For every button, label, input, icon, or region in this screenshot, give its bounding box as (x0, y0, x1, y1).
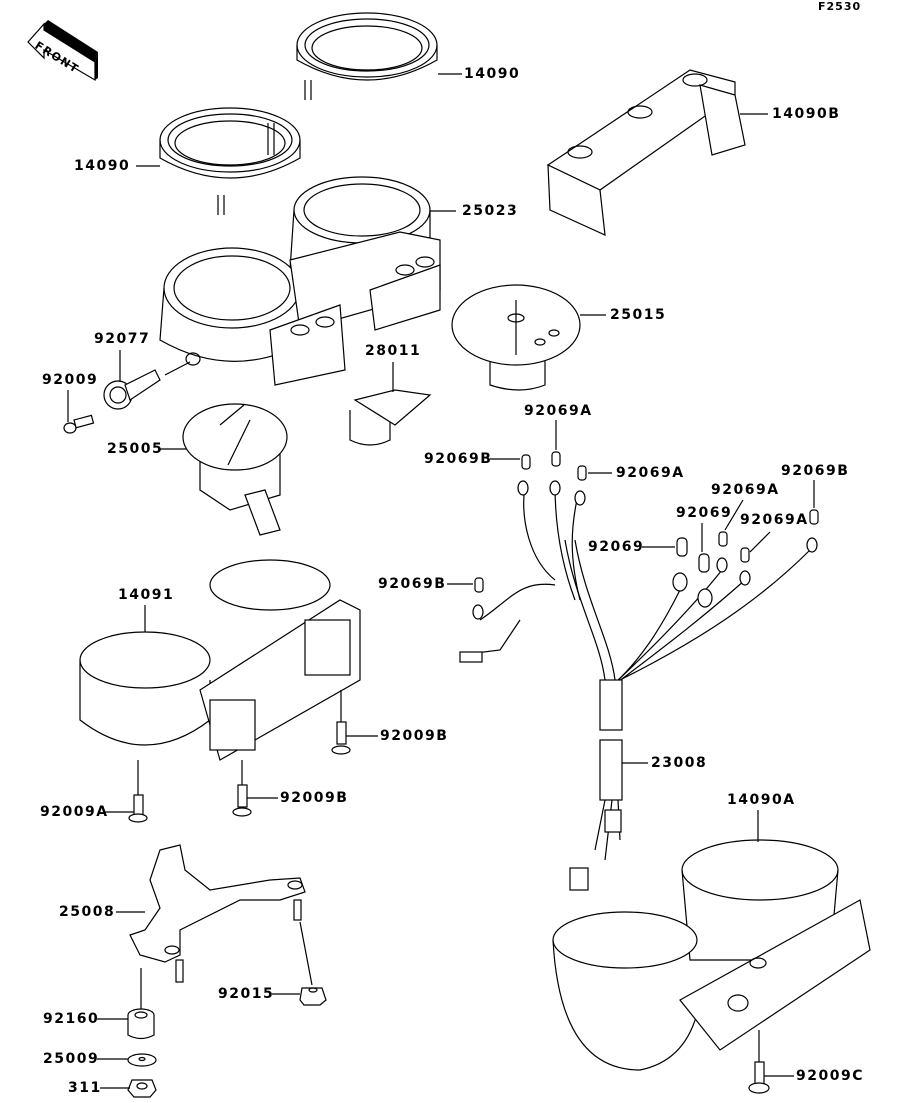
tachometer-dial (451, 284, 606, 391)
part-label-25008[interactable]: 25008 (59, 904, 116, 920)
part-label-92009b-right[interactable]: 92009B (380, 728, 449, 744)
part-label-92069b-right[interactable]: 92069B (781, 463, 850, 479)
part-label-25023[interactable]: 25023 (462, 203, 519, 219)
part-label-23008[interactable]: 23008 (651, 755, 708, 771)
part-label-92077[interactable]: 92077 (94, 331, 151, 347)
part-label-14090-left[interactable]: 14090 (74, 158, 131, 174)
screw-92009-part (63, 390, 95, 434)
diagram-code: F2530 (818, 0, 862, 13)
meter-bracket (116, 844, 306, 983)
damper-92160-part (97, 968, 155, 1040)
nut-92015-part (272, 921, 327, 1006)
part-label-311[interactable]: 311 (68, 1080, 102, 1096)
part-label-92009a[interactable]: 92009A (40, 804, 109, 820)
nut-311-part (100, 1079, 157, 1098)
bulbs (447, 420, 819, 593)
meter-ring-left (136, 107, 301, 215)
part-label-28011[interactable]: 28011 (365, 343, 422, 359)
speedometer-dial (160, 403, 288, 536)
part-label-92069a-mid[interactable]: 92069A (616, 465, 685, 481)
meter-assembly (159, 176, 456, 386)
part-label-92009[interactable]: 92009 (42, 372, 99, 388)
wire-harness (459, 480, 818, 891)
part-label-92069a-r2[interactable]: 92069A (740, 512, 809, 528)
part-label-92015[interactable]: 92015 (218, 986, 275, 1002)
part-label-14091[interactable]: 14091 (118, 587, 175, 603)
part-label-14090a[interactable]: 14090A (727, 792, 796, 808)
knob-part (103, 350, 191, 410)
part-label-92160[interactable]: 92160 (43, 1011, 100, 1027)
meter-ring-top (296, 12, 462, 100)
part-label-92069-2[interactable]: 92069 (588, 539, 645, 555)
screw-92009a-part (105, 760, 148, 823)
part-label-92069b-top[interactable]: 92069B (424, 451, 493, 467)
part-label-25015[interactable]: 25015 (610, 307, 667, 323)
part-label-92069-1[interactable]: 92069 (676, 505, 733, 521)
front-arrow-icon (27, 20, 98, 82)
lens-part (349, 362, 432, 446)
meter-case (79, 559, 361, 761)
part-label-92009c[interactable]: 92009C (796, 1068, 864, 1084)
part-label-25005[interactable]: 25005 (107, 441, 164, 457)
part-label-14090-top[interactable]: 14090 (464, 66, 521, 82)
screw-92009b-right-part (331, 690, 378, 755)
screw-92009b-mid-part (232, 760, 278, 817)
part-label-92009b-mid[interactable]: 92009B (280, 790, 349, 806)
part-label-92069b-left[interactable]: 92069B (378, 576, 447, 592)
screw-92009c-part (748, 1030, 794, 1094)
lower-meter-cover (552, 810, 871, 1071)
part-label-92069a-top[interactable]: 92069A (524, 403, 593, 419)
part-label-25009[interactable]: 25009 (43, 1051, 100, 1067)
part-label-14090b[interactable]: 14090B (772, 106, 841, 122)
part-label-92069a-r1[interactable]: 92069A (711, 482, 780, 498)
washer-25009-part (97, 1053, 157, 1067)
meter-cover-bracket (546, 69, 768, 236)
